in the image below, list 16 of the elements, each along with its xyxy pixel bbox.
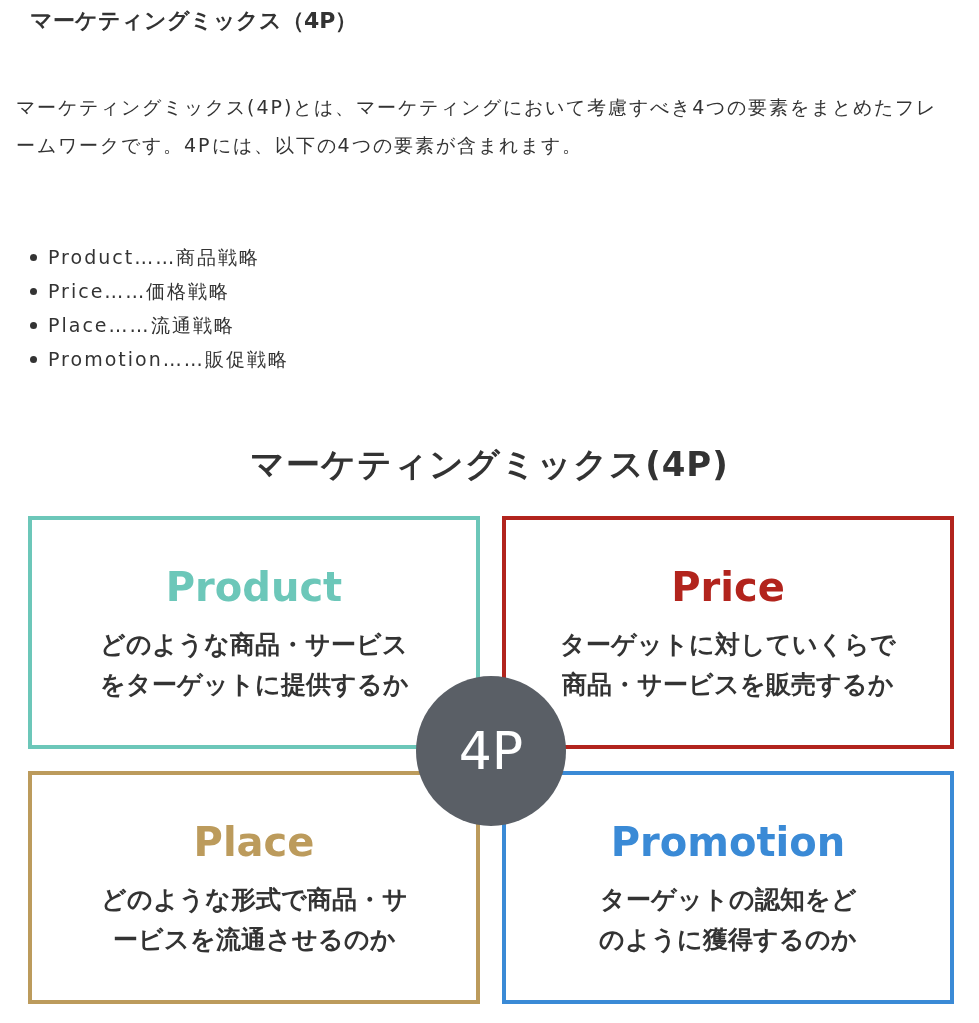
box-heading: Promotion — [610, 819, 846, 865]
box-heading: Product — [165, 564, 343, 610]
list-item: Promotion……販促戦略 — [48, 347, 289, 372]
intro-paragraph: マーケティングミックス(4P)とは、マーケティングにおいて考慮すべき4つの要素をまとめたフレームワークです。4Pには、以下の4つの要素が含まれます。 — [16, 95, 939, 158]
list-item: Product……商品戦略 — [48, 245, 261, 270]
page-heading: マーケティングミックス（4P） — [30, 7, 358, 35]
heading-text: マーケティングミックス(4P) — [249, 443, 730, 486]
box-heading: Place — [193, 819, 315, 865]
box-description: どのような商品・サービスをターゲットに提供するか — [98, 629, 410, 701]
list-item: Price……価格戦略 — [48, 279, 231, 304]
category-box — [28, 771, 480, 1004]
category-box — [502, 771, 954, 1004]
box-description: ターゲットの認知をどのように獲得するのか — [598, 884, 858, 956]
box-description: どのような形式で商品・サービスを流通させるのか — [99, 884, 409, 956]
box-heading: Price — [671, 564, 785, 610]
list-item: Place……流通戦略 — [48, 313, 235, 338]
